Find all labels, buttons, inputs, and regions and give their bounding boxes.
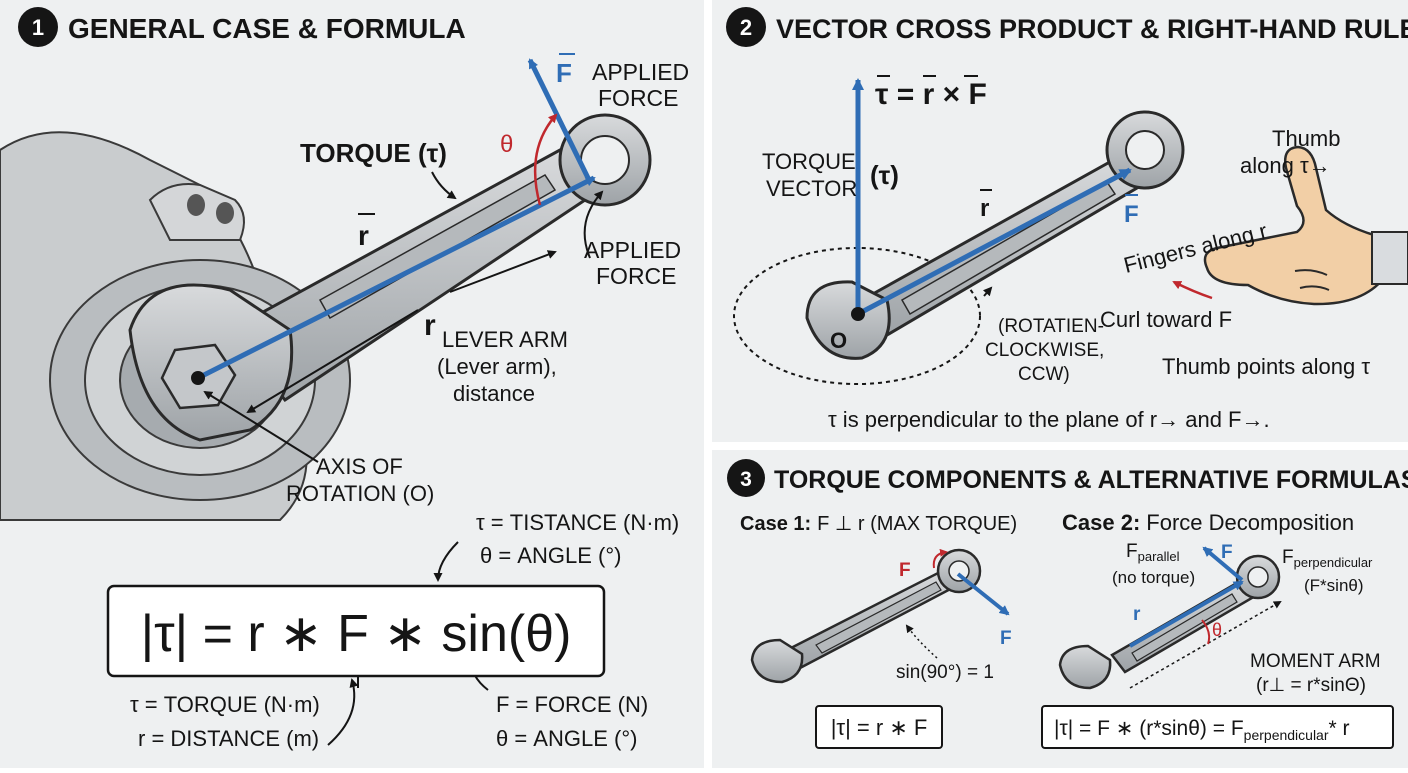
panel-general-case: 1 GENERAL CASE & FORMULA F APPLIED FORCE… [0,0,704,768]
case-2-moment-arm-line [1129,601,1282,689]
r-letter-label: r [424,309,436,342]
f-parallel-label: Fparallel [1126,541,1180,564]
applied-force-top-line-2: FORCE [598,85,679,111]
rotation-line-3: CCW) [1018,364,1070,385]
panel-3-title: TORQUE COMPONENTS & ALTERNATIVE FORMULAS [774,466,1408,494]
applied-force-mid-line-1: APPLIED [584,237,681,263]
applied-force-mid-line-2: FORCE [596,263,677,289]
main-formula: |τ| = r ∗ F ∗ sin(θ) [141,605,572,663]
panel-2-number-badge [726,7,766,47]
case-2-r-label: r [1133,604,1141,625]
r-vector-arrow [196,175,596,381]
force-vector-arrow [527,58,593,184]
panel-3-number-badge [727,459,765,497]
case-1-sin-note: sin(90°) = 1 [896,662,994,683]
tau-paren-label: (τ) [870,160,899,190]
curl-arrow [1172,280,1213,300]
theta-label: θ [500,131,513,158]
curl-toward-label: Curl toward F [1100,307,1232,332]
f-sin-label: (F*sinθ) [1304,576,1364,595]
case-2-theta-label: θ [1212,620,1222,640]
legend-angle: θ = ANGLE (°) [496,726,637,751]
legend-force: F = FORCE (N) [496,692,648,717]
lever-arm-line-3: distance [453,381,535,406]
panel-torque-components: 3 TORQUE COMPONENTS & ALTERNATIVE FORMUL… [712,450,1408,768]
rotation-line-1: (ROTATIEN- [998,316,1104,337]
panel-1-illustration: 1 GENERAL CASE & FORMULA F APPLIED FORCE… [0,7,689,751]
lever-arm-line-1: LEVER ARM [442,327,568,352]
torque-label: TORQUE (τ) [300,138,447,168]
case-1-force-arrow [956,572,1010,616]
case-2-heading: Case 2:Force Decomposition [1062,510,1354,535]
panel-2-illustration: 2 VECTOR CROSS PRODUCT & RIGHT-HAND RULE… [726,7,1408,432]
panel-2-number: 2 [740,15,752,40]
pivot-dot [191,371,205,385]
panel-vector-cross-product: 2 VECTOR CROSS PRODUCT & RIGHT-HAND RULE… [712,0,1408,442]
case-1-f-red: F [899,560,911,581]
legend-torque: τ = TORQUE (N·m) [130,692,320,717]
case-1-f-blue: F [1000,628,1012,649]
case-2-formula-box [1041,705,1394,749]
moment-arm-formula: (r⊥ = r*sinΘ) [1256,675,1366,696]
moment-arm-label: MOMENT ARM [1250,651,1381,672]
theta-arc [533,113,558,206]
case-1-formula: |τ| = r ∗ F [831,715,928,740]
axis-label-line-1: AXIS OF [316,454,403,479]
r-vector-arrow-2 [856,167,1132,317]
r-vec-label-2: r [980,195,989,222]
panel-2-title: VECTOR CROSS PRODUCT & RIGHT-HAND RULE [776,14,1408,44]
panel-3-illustration: 3 TORQUE COMPONENTS & ALTERNATIVE FORMUL… [727,459,1408,749]
perpendicular-note: τ is perpendicular to the plane of r→ an… [828,407,1270,432]
case-2-f-label: F [1221,542,1233,563]
case-2-force-arrow [1202,546,1244,582]
panel-1-title: GENERAL CASE & FORMULA [68,13,466,44]
note-top-line-2: θ = ANGLE (°) [480,543,621,568]
origin-label: O [830,328,847,353]
torque-vector-line-1: TORQUE [762,149,856,174]
case-1-formula-box [815,705,943,749]
thumb-points-label: Thumb points along τ [1162,354,1370,379]
no-torque-label: (no torque) [1112,568,1195,587]
panel-1-number-badge [18,7,58,47]
wrench-case-1 [750,548,982,684]
panel-3-number: 3 [740,468,752,491]
case-2-r-arrow [1129,580,1244,648]
case-1-right-angle-arc [932,548,948,569]
cross-product-equation: τ = r × F [875,78,987,111]
formula-box [106,584,606,678]
rotation-line-2: CLOCKWISE, [985,340,1104,361]
panel-1-number: 1 [32,15,44,40]
origin-dot [851,307,865,321]
force-symbol-label: F [556,58,572,88]
f-vec-label-2: F [1124,201,1139,228]
f-perp-label: Fperpendicular [1282,547,1373,570]
note-top-line-1: τ = TISTANCE (N·m) [476,510,679,535]
r-vector-label: r [358,220,369,251]
applied-force-top-line-1: APPLIED [592,59,689,85]
right-hand [1203,145,1408,306]
wrench-case-2 [1058,554,1281,690]
case-2-formula: |τ| = F ∗ (r*sinθ) = Fperpendicular* r [1054,717,1350,743]
thumb-along-line-1: Thumb [1272,126,1340,151]
lever-arm-line-2: (Lever arm), [437,354,557,379]
case-1-heading: Case 1:F ⊥ r (MAX TORQUE) [740,513,1017,535]
torque-vector-line-2: VECTOR [766,176,857,201]
legend-distance: r = DISTANCE (m) [138,726,319,751]
thumb-along-line-2: along τ→ [1240,153,1331,178]
case-2-theta-arc [1201,619,1211,645]
axis-label-line-2: ROTATION (O) [286,481,434,506]
